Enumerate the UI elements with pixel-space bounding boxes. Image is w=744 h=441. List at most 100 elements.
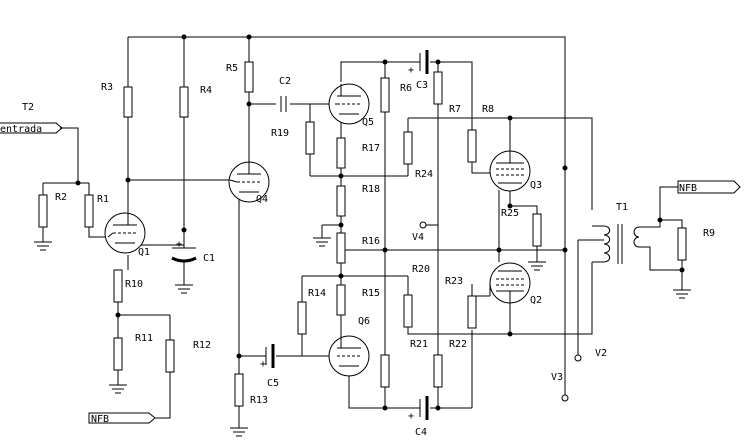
resistor-r9 [677, 227, 687, 261]
transformer-t1 [603, 224, 640, 264]
resistor-r14 [297, 301, 307, 335]
label-q5: Q5 [362, 117, 374, 128]
nfb-input-connector [88, 412, 156, 424]
label-r18: R18 [362, 184, 380, 195]
resistor-r16 [336, 232, 346, 264]
labels: T2 entrada NFB NFB T1 V2 V3 V4 R1 R2 R3 … [0, 63, 715, 438]
grounds [34, 236, 691, 437]
label-r19: R19 [271, 128, 289, 139]
wires [42, 36, 683, 428]
label-r7: R7 [449, 104, 461, 115]
resistor-r7 [433, 71, 443, 105]
label-plus-c1: + [176, 239, 182, 250]
label-r21: R21 [410, 339, 428, 350]
resistors [38, 61, 687, 407]
entrada-connector [0, 122, 63, 134]
capacitor-c5 [265, 344, 275, 368]
tube-q4 [228, 161, 270, 203]
label-q4: Q4 [256, 194, 268, 205]
label-r20: R20 [412, 264, 430, 275]
label-r10: R10 [125, 279, 143, 290]
label-r8: R8 [482, 104, 494, 115]
resistor-r4 [179, 86, 189, 118]
label-r17: R17 [362, 143, 380, 154]
label-r11: R11 [135, 333, 153, 344]
resistor-r25 [532, 213, 542, 247]
resistor-r23 [467, 295, 477, 329]
label-t1: T1 [616, 202, 628, 213]
ground-icon [34, 236, 52, 251]
label-q3: Q3 [530, 180, 542, 191]
ground-icon [313, 237, 331, 247]
resistor-r12 [165, 339, 175, 373]
tube-q5 [328, 83, 370, 125]
capacitor-c3 [419, 50, 429, 74]
resistor-r15 [336, 284, 346, 316]
label-nfb-in: NFB [91, 414, 109, 425]
label-c2: C2 [279, 76, 291, 87]
label-r23: R23 [445, 276, 463, 287]
nfb-output-connector [677, 180, 741, 194]
v2-terminal [574, 354, 582, 362]
resistor-r24 [403, 131, 413, 165]
capacitor-c1 [171, 230, 197, 285]
label-r15: R15 [362, 288, 380, 299]
label-q2: Q2 [530, 295, 542, 306]
resistor-r21 [403, 294, 413, 328]
resistor-r20 [380, 354, 390, 388]
label-nfb-out: NFB [679, 183, 697, 194]
label-r4: R4 [200, 85, 212, 96]
tube-q6 [328, 335, 370, 377]
label-c5: C5 [267, 378, 279, 389]
resistor-r5 [244, 61, 254, 93]
capacitor-c2 [280, 96, 287, 112]
resistor-r18 [336, 185, 346, 217]
resistor-r10 [113, 269, 123, 303]
label-v4: V4 [412, 232, 424, 243]
label-r14: R14 [308, 288, 326, 299]
label-r9: R9 [703, 228, 715, 239]
connectors [0, 122, 741, 424]
resistor-r11 [113, 337, 123, 371]
label-r22: R22 [449, 339, 467, 350]
tube-q2 [489, 262, 531, 304]
label-r1: R1 [97, 194, 109, 205]
label-c3: C3 [416, 80, 428, 91]
label-r24: R24 [415, 169, 433, 180]
resistor-r1 [84, 194, 94, 228]
capacitors [171, 50, 429, 420]
label-r12: R12 [193, 340, 211, 351]
label-t2: T2 [22, 102, 34, 113]
resistor-r19 [305, 121, 315, 155]
tubes [104, 83, 531, 377]
tube-q1 [104, 212, 146, 254]
resistor-r2 [38, 194, 48, 228]
label-c1: C1 [203, 253, 215, 264]
v4-terminal [419, 221, 427, 229]
label-q6: Q6 [358, 316, 370, 327]
ground-icon [528, 261, 546, 271]
v3-terminal [561, 394, 569, 402]
label-plus-c5: + [260, 359, 266, 370]
label-v2: V2 [595, 348, 607, 359]
tube-q3 [489, 150, 531, 192]
resistor-r13 [234, 373, 244, 407]
resistor-r6 [380, 77, 390, 113]
ground-icon [109, 384, 127, 394]
ground-icon [230, 427, 248, 437]
label-r16: R16 [362, 236, 380, 247]
label-entrada: entrada [0, 124, 42, 135]
label-plus-c4: + [408, 411, 414, 422]
label-v3: V3 [551, 372, 563, 383]
resistor-r22 [433, 354, 443, 388]
ground-icon [673, 289, 691, 299]
ground-icon [175, 284, 193, 294]
label-plus-c3: + [408, 65, 414, 76]
label-r25: R25 [501, 208, 519, 219]
label-r5: R5 [226, 63, 238, 74]
label-q1: Q1 [138, 247, 150, 258]
label-r6: R6 [400, 83, 412, 94]
label-r3: R3 [101, 82, 113, 93]
label-r2: R2 [55, 192, 67, 203]
